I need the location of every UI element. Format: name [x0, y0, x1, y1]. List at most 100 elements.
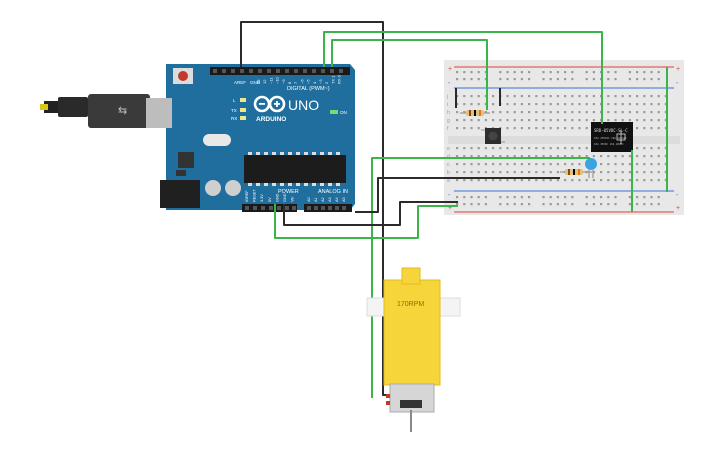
breadboard-hole	[564, 111, 567, 114]
breadboard-hole	[513, 155, 516, 158]
breadboard-hole	[643, 111, 646, 114]
breadboard-hole	[542, 196, 545, 199]
row-letter: e	[447, 146, 450, 152]
breadboard-hole	[643, 147, 646, 150]
breadboard-hole	[463, 196, 466, 199]
svg-text:ON: ON	[340, 110, 347, 115]
breadboard-hole	[492, 111, 495, 114]
breadboard-hole	[628, 171, 631, 174]
svg-text:⇆: ⇆	[118, 105, 127, 117]
breadboard-hole	[621, 179, 624, 182]
breadboard-hole	[592, 119, 595, 122]
analog-pin-label: A4	[335, 197, 339, 202]
breadboard-hole	[607, 196, 610, 199]
capacitor	[205, 180, 221, 196]
breadboard-hole	[484, 203, 487, 206]
breadboard-hole	[585, 95, 588, 98]
breadboard-hole	[592, 171, 595, 174]
breadboard-hole	[513, 196, 516, 199]
breadboard-hole	[549, 95, 552, 98]
breadboard-hole	[585, 103, 588, 106]
breadboard-hole	[492, 155, 495, 158]
breadboard-hole	[650, 171, 653, 174]
breadboard-hole	[520, 196, 523, 199]
breadboard-hole	[549, 111, 552, 114]
breadboard-hole	[650, 103, 653, 106]
breadboard-hole	[578, 127, 581, 130]
breadboard-hole	[484, 196, 487, 199]
center-channel	[448, 136, 680, 144]
capacitor	[225, 180, 241, 196]
breadboard-hole	[513, 71, 516, 74]
breadboard-hole	[520, 71, 523, 74]
breadboard-hole	[664, 155, 667, 158]
breadboard-hole	[657, 78, 660, 81]
breadboard-hole	[614, 78, 617, 81]
breadboard-holes	[456, 71, 667, 206]
digital-pin-label: RX 0	[337, 74, 342, 84]
breadboard-hole	[628, 196, 631, 199]
breadboard-hole	[571, 103, 574, 106]
breadboard-hole	[477, 179, 480, 182]
digital-pin-label: 2	[324, 81, 329, 84]
breadboard-hole	[650, 71, 653, 74]
breadboard-hole	[628, 111, 631, 114]
breadboard-hole	[556, 155, 559, 158]
breadboard-hole	[484, 103, 487, 106]
breadboard-hole	[621, 155, 624, 158]
breadboard-hole	[456, 179, 459, 182]
breadboard-hole	[571, 203, 574, 206]
breadboard-hole	[513, 171, 516, 174]
breadboard-hole	[664, 171, 667, 174]
breadboard-hole	[614, 171, 617, 174]
breadboard-hole	[528, 196, 531, 199]
svg-text:RX: RX	[231, 116, 237, 121]
breadboard-hole	[520, 203, 523, 206]
breadboard-hole	[564, 179, 567, 182]
breadboard-hole	[499, 179, 502, 182]
relay-line-3: 10A 30VDC 10A 28VDC	[594, 142, 624, 146]
breadboard-hole	[470, 196, 473, 199]
breadboard-hole	[477, 147, 480, 150]
breadboard-hole	[578, 147, 581, 150]
dc-jack	[160, 180, 200, 208]
breadboard-hole	[499, 196, 502, 199]
breadboard-hole	[477, 203, 480, 206]
digital-pin-label: ~10	[275, 76, 280, 84]
breadboard-hole	[650, 155, 653, 158]
row-letter: f	[447, 126, 449, 132]
breadboard-hole	[643, 119, 646, 122]
breadboard-hole	[506, 179, 509, 182]
breadboard-hole	[513, 203, 516, 206]
breadboard-hole	[542, 111, 545, 114]
svg-text:-: -	[448, 192, 451, 199]
breadboard-hole	[535, 163, 538, 166]
breadboard-hole	[477, 127, 480, 130]
breadboard-hole	[657, 171, 660, 174]
breadboard-hole	[643, 171, 646, 174]
breadboard-hole	[520, 111, 523, 114]
breadboard-hole	[571, 95, 574, 98]
breadboard-hole	[506, 78, 509, 81]
breadboard-hole	[657, 147, 660, 150]
breadboard-hole	[513, 179, 516, 182]
breadboard-hole	[484, 171, 487, 174]
breadboard-hole	[564, 155, 567, 158]
breadboard-hole	[484, 111, 487, 114]
breadboard-hole	[513, 78, 516, 81]
breadboard-hole	[571, 71, 574, 74]
row-letter: b	[447, 170, 450, 176]
breadboard-hole	[484, 71, 487, 74]
analog-pin-label: A3	[328, 197, 332, 202]
breadboard-hole	[650, 196, 653, 199]
breadboard-hole	[592, 71, 595, 74]
row-letter: j	[446, 94, 448, 100]
breadboard-hole	[549, 127, 552, 130]
breadboard-hole	[657, 71, 660, 74]
breadboard-hole	[585, 155, 588, 158]
breadboard-hole	[628, 155, 631, 158]
breadboard-hole	[636, 179, 639, 182]
